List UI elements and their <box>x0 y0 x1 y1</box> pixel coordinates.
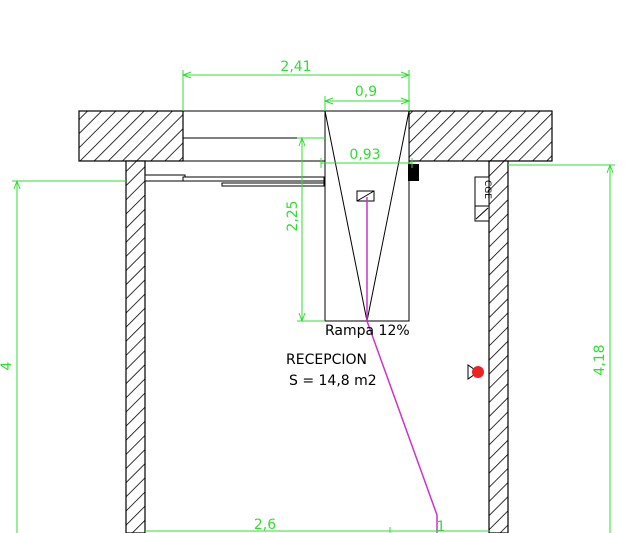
walls <box>78 110 553 533</box>
dim-bottom-width: 2,6 <box>254 517 276 533</box>
door-stop <box>408 164 419 181</box>
dim-ramp-width: 0,93 <box>349 147 380 163</box>
top-right-wall <box>408 110 553 162</box>
dim-ramp-length: 2,25 <box>285 200 301 231</box>
dimension-lines <box>12 70 615 533</box>
dim-right-height: 4,18 <box>592 344 608 375</box>
left-wall <box>125 160 146 533</box>
right-wall <box>488 160 509 533</box>
dim-door-width: 0,9 <box>355 84 377 100</box>
evacuation-path <box>366 197 438 533</box>
top-left-wall <box>78 110 184 162</box>
room-name: RECEPCION <box>286 352 367 368</box>
electrical-panel-icon: CGE <box>474 176 492 222</box>
sliding-door <box>144 174 333 187</box>
ramp-label: Rampa 12% <box>325 323 410 339</box>
dim-left-height: 4 <box>0 361 15 370</box>
cge-label: CGE <box>482 180 492 199</box>
dim-bottom-right: 1 <box>437 519 446 533</box>
dim-top-width: 2,41 <box>280 59 311 75</box>
fire-extinguisher-icon <box>467 364 484 380</box>
room-area: S = 14,8 m2 <box>289 373 377 389</box>
